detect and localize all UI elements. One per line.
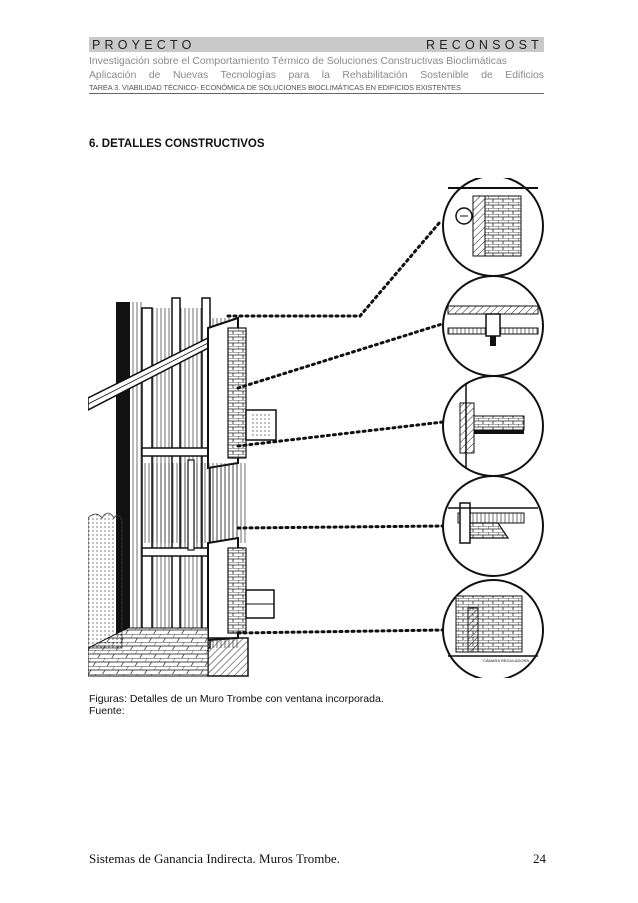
detail-circle-3 <box>442 375 544 477</box>
detail-small-label: CÁMARA REGULADORA <box>483 658 529 663</box>
header-rule <box>89 93 544 94</box>
header-bar <box>89 37 544 52</box>
header-task-line: TAREA 3. VIABILIDAD TÉCNICO- ECONÓMICA D… <box>89 83 461 92</box>
caption-line-1: Figuras: Detalles de un Muro Trombe con … <box>89 693 384 705</box>
detail-circle-2 <box>442 275 544 377</box>
header-acronym: RECONSOST <box>426 38 543 52</box>
leader-lines <box>226 220 445 635</box>
building-elevation <box>88 297 277 677</box>
detail-circle-5: CÁMARA REGULADORA <box>442 579 544 678</box>
caption-source: Fuente: <box>89 705 125 717</box>
section-title: 6. DETALLES CONSTRUCTIVOS <box>89 138 265 150</box>
figure-caption: Figuras: Detalles de un Muro Trombe con … <box>89 693 384 717</box>
detail-circle-4 <box>442 475 544 577</box>
footer-title: Sistemas de Ganancia Indirecta. Muros Tr… <box>89 851 340 866</box>
trombe-wall-figure: CÁMARA REGULADORA <box>88 178 544 678</box>
header-subtitle-1: Investigación sobre el Comportamiento Té… <box>89 56 507 67</box>
header-subtitle-2: Aplicación de Nuevas Tecnologías para la… <box>89 70 544 81</box>
header-project: PROYECTO <box>92 38 196 52</box>
page-number: 24 <box>533 851 546 866</box>
detail-circle-1 <box>442 178 544 277</box>
